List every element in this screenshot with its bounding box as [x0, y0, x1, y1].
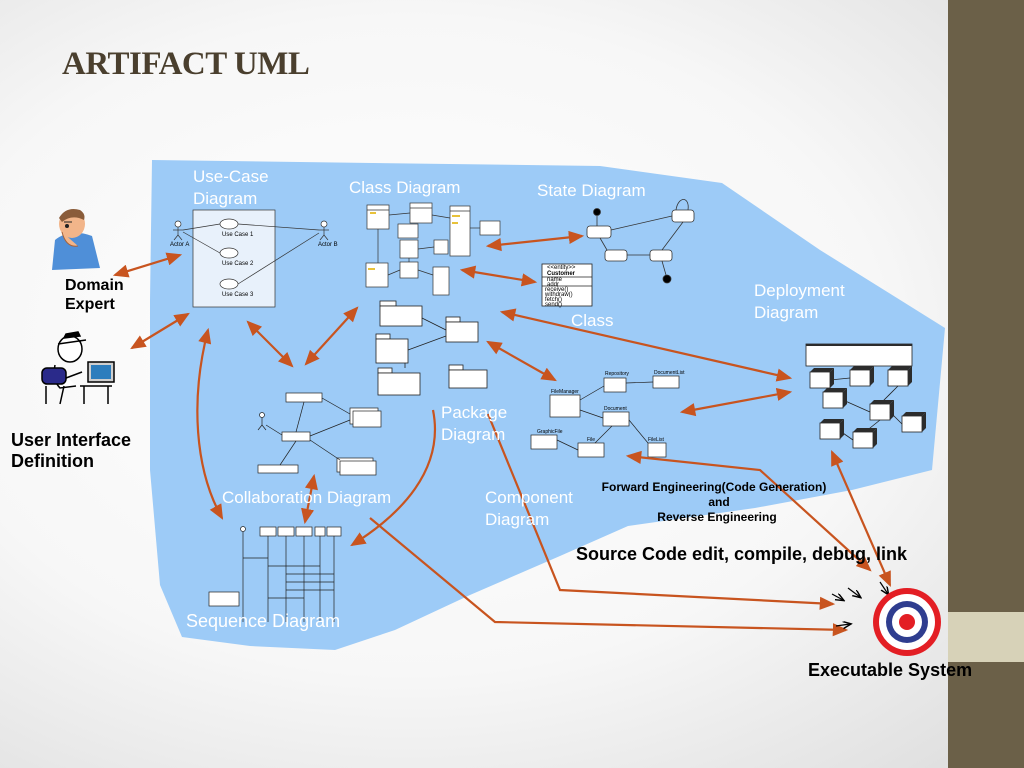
sequence-diagram-label: Sequence Diagram: [186, 611, 341, 631]
domain-expert-figure: [52, 209, 100, 270]
state-diagram: [586, 199, 695, 284]
sequence-diagram: [208, 526, 342, 622]
deployment-node-shading: [806, 344, 926, 448]
class-diagram-highlights: [368, 212, 460, 270]
collaboration-diagram-label: Collaboration Diagram: [222, 488, 392, 507]
side-accent-block: [948, 612, 1024, 662]
ui-definition-label: User Interface Definition: [11, 430, 132, 471]
comp-file: File: [587, 437, 595, 443]
use-case-1-label: Use Case 1: [222, 232, 254, 238]
class-diagram-label: Class Diagram: [349, 178, 461, 197]
domain-expert-label: Domain Expert: [65, 277, 124, 313]
slide-title: ARTIFACT UML: [62, 46, 310, 82]
relationship-arrows: [112, 230, 892, 637]
executable-target-icon: [873, 588, 941, 656]
class-stereotype: <<entity>>: [547, 265, 576, 271]
use-case-3-label: Use Case 3: [222, 292, 254, 298]
class-op-1: receive(): [545, 287, 568, 293]
source-code-label: Source Code edit, compile, debug, link: [576, 544, 908, 564]
comp-graphic-file: GraphicFile: [537, 429, 563, 435]
actor-b-label: Actor B: [318, 242, 338, 248]
customer-class-box: [541, 263, 593, 307]
comp-file-list: FileList: [648, 437, 664, 443]
state-diagram-label: State Diagram: [537, 181, 646, 200]
engineering-note-line2: and: [708, 495, 730, 509]
class-op-3: fetch(): [545, 297, 562, 303]
use-case-diagram: [173, 209, 329, 308]
ui-definition-figure: [41, 331, 115, 405]
comp-document: Document: [604, 406, 627, 412]
class-attr-1: name: [547, 277, 563, 283]
component-diagram-label: Component Diagram: [485, 488, 573, 529]
use-case-diagram-label: Use-Case Diagram: [193, 167, 269, 208]
class-label: Class: [571, 311, 614, 330]
collaboration-diagram: [257, 392, 382, 476]
comp-file-manager: FileManager: [551, 389, 579, 395]
engineering-note-line1: Forward Engineering(Code Generation): [601, 480, 827, 494]
class-op-4: send(): [545, 302, 562, 308]
executable-system-label: Executable System: [808, 660, 973, 680]
comp-document-list: DocumentList: [654, 370, 685, 376]
comp-repository: Repository: [605, 371, 629, 377]
engineering-note: Forward Engineering(Code Generation) and…: [594, 480, 834, 525]
use-case-2-label: Use Case 2: [222, 261, 254, 267]
class-attr-2: addr: [547, 282, 559, 288]
engineering-note-line3: Reverse Engineering: [657, 510, 777, 524]
class-diagram: [365, 202, 501, 296]
deployment-diagram-label: Deployment Diagram: [754, 281, 845, 322]
package-diagram: [375, 300, 488, 396]
actor-a-label: Actor A: [170, 242, 189, 248]
class-op-2: withdraw(): [544, 292, 573, 298]
artifact-region: [150, 160, 945, 650]
package-diagram-label: Package Diagram: [441, 403, 508, 444]
target-pointers: [831, 581, 888, 626]
class-name: Customer: [547, 271, 576, 277]
